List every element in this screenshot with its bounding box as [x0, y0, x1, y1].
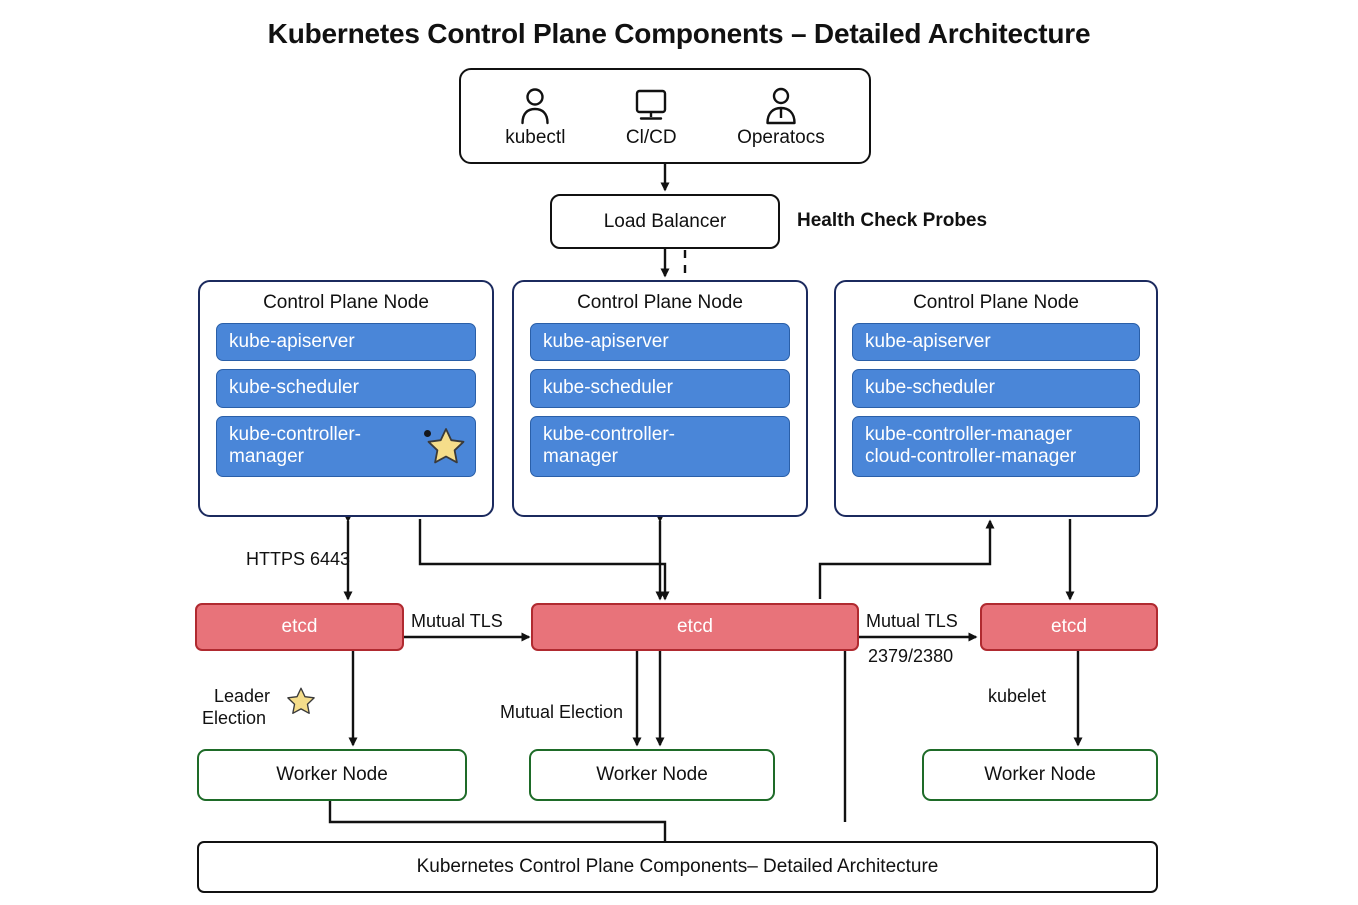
control-plane-node-title: Control Plane Node [577, 292, 743, 313]
footer-summary-bar: Kubernetes Control Plane Components– Det… [197, 841, 1158, 893]
component-line-2: manager [229, 446, 304, 468]
control-plane-node-title: Control Plane Node [913, 292, 1079, 313]
component-kube-controller-manager[interactable]: kube-controller- manager [530, 415, 790, 477]
label-leader-election-line1: Leader [214, 686, 271, 706]
leader-star-icon [426, 426, 466, 466]
client-label: kubectl [505, 127, 566, 148]
component-kube-scheduler[interactable]: kube-scheduler [530, 369, 790, 408]
etcd-node-1[interactable]: etcd [195, 603, 404, 651]
component-line-1: kube-controller-manager [865, 423, 1072, 445]
leader-election-star-icon [286, 686, 316, 716]
worker-node-1[interactable]: Worker Node [197, 749, 467, 801]
component-controller-managers[interactable]: kube-controller-manager cloud-controller… [852, 415, 1140, 477]
label-leader-election-line2: Election [202, 708, 267, 728]
client-operators[interactable]: Operatocs [737, 83, 825, 149]
health-check-probes-label: Health Check Probes [797, 210, 988, 231]
etcd-node-3[interactable]: etcd [980, 603, 1158, 651]
label-mutual-election: Mutual Election [500, 702, 624, 722]
component-line-2: manager [543, 446, 618, 468]
label-kubelet: kubelet [988, 686, 1047, 706]
component-kube-controller-manager[interactable]: kube-controller- manager [216, 415, 476, 477]
label-mutual-tls-right: Mutual TLS [866, 611, 958, 631]
client-label: Operatocs [737, 127, 825, 148]
user-icon [515, 83, 555, 125]
client-label: Cl/CD [625, 127, 677, 148]
client-kubectl[interactable]: kubectl [505, 83, 565, 149]
component-line-1: kube-controller- [229, 423, 361, 445]
control-plane-node-2: Control Plane Node kube-apiserver kube-s… [512, 280, 808, 517]
client-cicd[interactable]: Cl/CD [626, 83, 677, 149]
control-plane-node-3: Control Plane Node kube-apiserver kube-s… [834, 280, 1158, 517]
clients-box: kubectl Cl/CD Operatocs [459, 68, 871, 164]
control-plane-node-title: Control Plane Node [263, 292, 429, 313]
operator-person-icon [761, 83, 801, 125]
load-balancer-box[interactable]: Load Balancer [550, 194, 780, 249]
component-kube-apiserver[interactable]: kube-apiserver [530, 323, 790, 362]
page-title: Kubernetes Control Plane Components – De… [267, 18, 1091, 49]
label-etcd-ports: 2379/2380 [868, 646, 954, 666]
monitor-icon [630, 83, 672, 125]
worker-node-3[interactable]: Worker Node [922, 749, 1158, 801]
label-https-6443: HTTPS 6443 [246, 549, 351, 569]
component-line-1: kube-controller- [543, 423, 675, 445]
component-kube-apiserver[interactable]: kube-apiserver [216, 323, 476, 362]
worker-node-2[interactable]: Worker Node [529, 749, 775, 801]
component-kube-apiserver[interactable]: kube-apiserver [852, 323, 1140, 362]
control-plane-node-1: Control Plane Node kube-apiserver kube-s… [198, 280, 494, 517]
label-mutual-tls-left: Mutual TLS [411, 611, 503, 631]
etcd-node-2[interactable]: etcd [531, 603, 859, 651]
leader-dot-icon [424, 429, 431, 437]
component-kube-scheduler[interactable]: kube-scheduler [852, 369, 1140, 408]
component-kube-scheduler[interactable]: kube-scheduler [216, 369, 476, 408]
component-line-2: cloud-controller-manager [865, 446, 1077, 468]
